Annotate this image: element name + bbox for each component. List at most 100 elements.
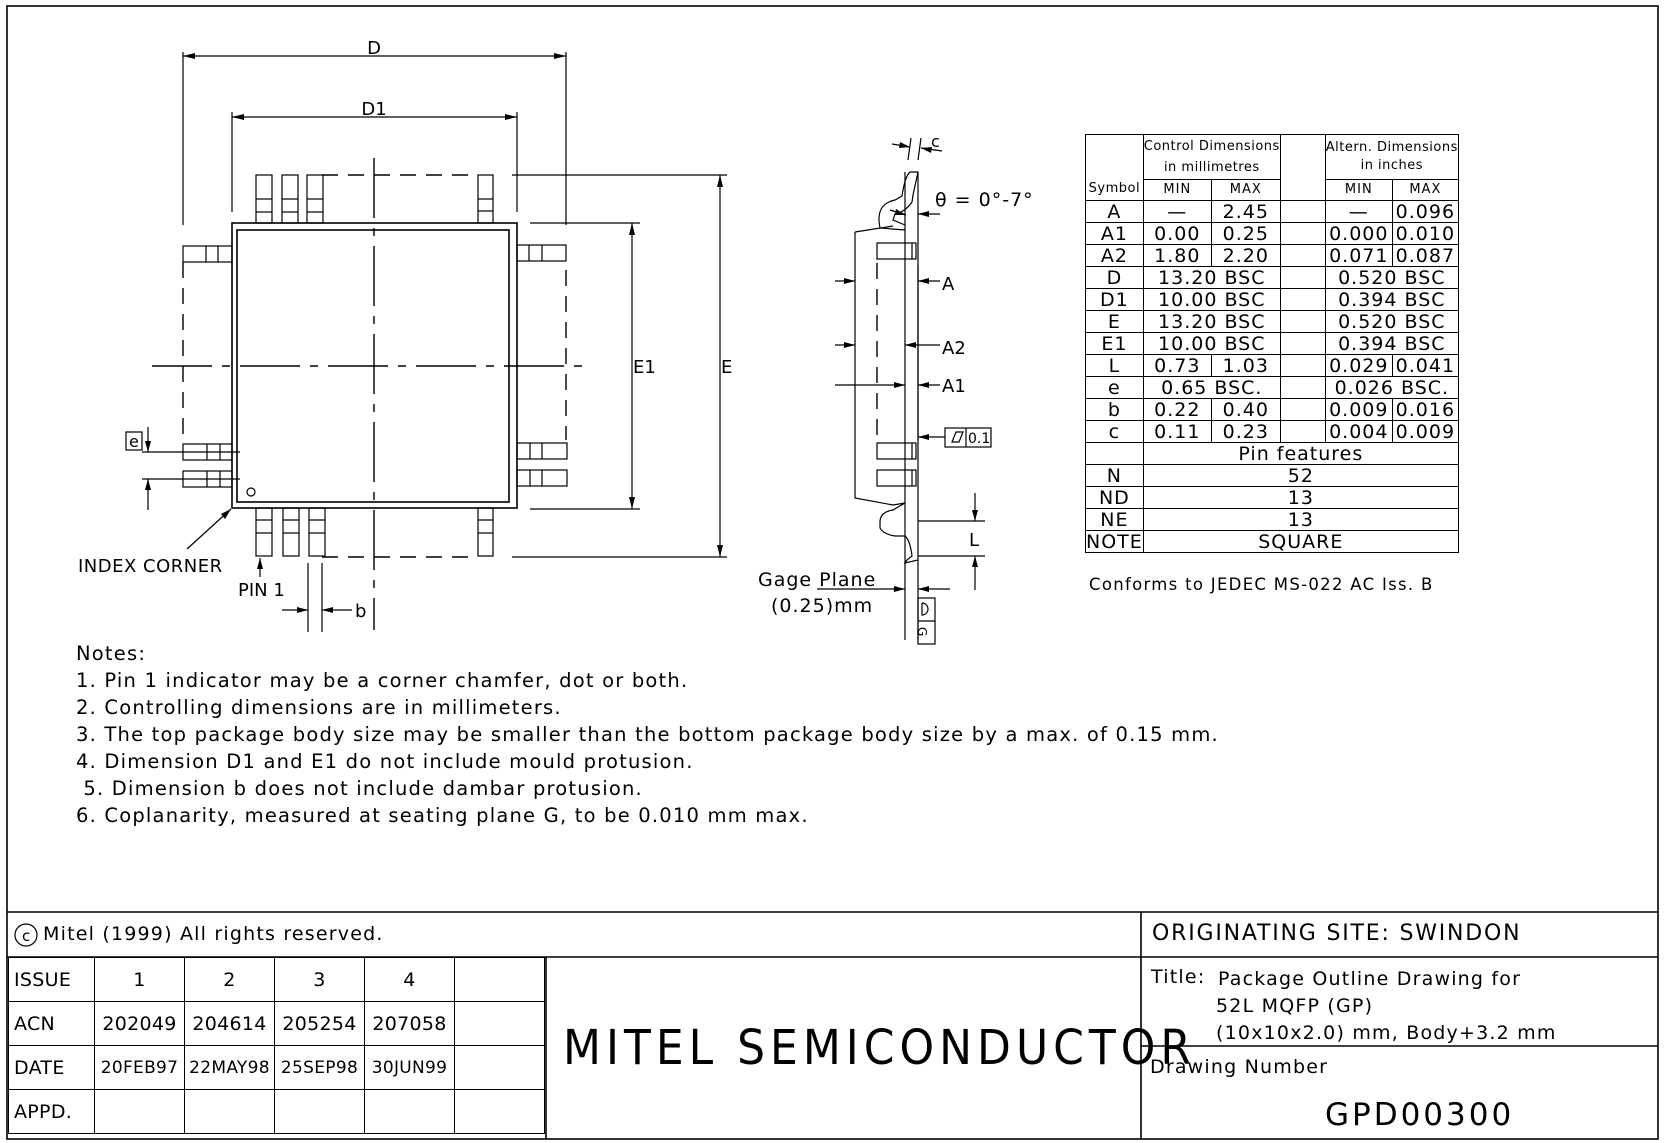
revision-row-label: APPD. — [8, 1089, 95, 1134]
datum-icon — [921, 602, 929, 616]
dimension-in-min: 0.000 — [1324, 222, 1393, 245]
revision-issue-cell: 1 — [94, 957, 185, 1002]
revision-date-cell: 22MAY98 — [184, 1045, 275, 1090]
pin-feature-symbol: N — [1085, 464, 1144, 487]
revision-appd-cell — [364, 1089, 455, 1134]
title-line-3: (10x10x2.0) mm, Body+3.2 mm — [1216, 1022, 1557, 1044]
header-altern: Altern. Dimensions in inches — [1324, 134, 1459, 180]
dimension-in-min: 0.071 — [1324, 244, 1393, 267]
top-leads — [255, 174, 494, 224]
label-L: L — [969, 530, 979, 551]
gage-plane-value: (0.25)mm — [771, 595, 873, 617]
label-D: D — [367, 38, 381, 59]
revision-issue-cell: 3 — [274, 957, 365, 1002]
dimension-in-max: 0.010 — [1391, 222, 1459, 245]
dimension-in-max: 0.087 — [1391, 244, 1459, 267]
label-A1: A1 — [942, 376, 966, 397]
gage-plane: Gage Plane (0.25)mm G — [758, 569, 950, 645]
dimension-mm-max: 1.03 — [1210, 354, 1281, 377]
index-corner-leader: INDEX CORNER — [78, 508, 232, 577]
label-A: A — [942, 274, 955, 295]
spacer-cell — [1279, 244, 1326, 267]
revision-row-label: ACN — [8, 1001, 95, 1046]
dimension-b: b — [282, 563, 366, 632]
header-control-line2: in millimetres — [1163, 160, 1260, 175]
dimension-symbol: D — [1085, 266, 1144, 289]
dimension-symbol: e — [1085, 376, 1144, 399]
pin-feature-value: 52 — [1142, 464, 1459, 487]
dimension-E: E — [512, 174, 732, 558]
dimension-in-bsc: 0.520 BSC — [1324, 310, 1459, 333]
flatness-value: 0.1 — [968, 431, 990, 447]
title-label: Title: — [1151, 966, 1206, 988]
pin1-leader: PIN 1 — [238, 558, 285, 601]
top-view: D D1 E1 E — [78, 38, 732, 632]
revision-appd-cell — [454, 1089, 545, 1134]
dimension-mm-bsc: 13.20 BSC — [1142, 310, 1281, 333]
spacer-cell — [1279, 420, 1326, 443]
spacer-cell — [1279, 288, 1326, 311]
copyright-text: Mitel (1999) All rights reserved. — [43, 923, 384, 945]
title-line-1: Package Outline Drawing for — [1218, 968, 1522, 990]
revision-acn-cell: 204614 — [184, 1001, 275, 1046]
copyright-icon — [14, 923, 38, 947]
dimension-symbol: D1 — [1085, 288, 1144, 311]
revision-issue-cell — [454, 957, 545, 1002]
dimension-mm-max: 0.25 — [1210, 222, 1281, 245]
dimension-mm-bsc: 10.00 BSC — [1142, 288, 1281, 311]
dimension-D1: D1 — [231, 99, 518, 212]
notes-heading: Notes: — [76, 642, 147, 665]
sheet-border — [6, 5, 1659, 1140]
pin-feature-value: 13 — [1142, 486, 1459, 509]
header-in-min: MIN — [1324, 179, 1393, 201]
revision-acn-cell: 207058 — [364, 1001, 455, 1046]
dimension-in-max: 0.009 — [1391, 420, 1459, 443]
revision-date-cell — [454, 1045, 545, 1090]
note-item: 2. Controlling dimensions are in millime… — [76, 696, 562, 719]
drawing-number-label: Drawing Number — [1150, 1056, 1329, 1078]
dimension-mm-min: 1.80 — [1142, 244, 1212, 267]
drawing-number: GPD00300 — [1325, 1097, 1515, 1133]
dimension-symbol: A1 — [1085, 222, 1144, 245]
dimension-mm-min: 0.22 — [1142, 398, 1212, 421]
label-D1: D1 — [361, 99, 386, 120]
dimension-mm-min: 0.11 — [1142, 420, 1212, 443]
datum-G-label: G — [915, 627, 929, 636]
dimension-D: D — [182, 38, 567, 225]
revision-appd-cell — [274, 1089, 365, 1134]
dimension-mm-max: 2.45 — [1210, 200, 1281, 223]
spacer-cell — [1279, 222, 1326, 245]
header-mm-max: MAX — [1210, 179, 1281, 201]
dimension-symbol: L — [1085, 354, 1144, 377]
bottom-leads — [255, 507, 494, 557]
pin-features-header: Pin features — [1085, 442, 1459, 465]
flatness-icon — [951, 431, 964, 443]
spacer-cell — [1279, 266, 1326, 289]
pin-features-label: Pin features — [1142, 442, 1459, 465]
title-line-2: 52L MQFP (GP) — [1216, 995, 1374, 1017]
dimension-E1: E1 — [530, 222, 656, 510]
revision-acn-cell: 202049 — [94, 1001, 185, 1046]
spacer-cell — [1279, 354, 1326, 377]
dimension-theta: θ = 0°-7° — [889, 189, 1033, 217]
label-b: b — [355, 601, 366, 622]
revision-appd-cell — [184, 1089, 275, 1134]
dimension-in-min: 0.004 — [1324, 420, 1393, 443]
dimension-mm-bsc: 0.65 BSC. — [1142, 376, 1281, 399]
index-corner-label: INDEX CORNER — [78, 556, 223, 577]
label-e: e — [129, 432, 139, 451]
pin1-dot-icon — [246, 487, 256, 497]
dimension-in-bsc: 0.394 BSC — [1324, 332, 1459, 355]
